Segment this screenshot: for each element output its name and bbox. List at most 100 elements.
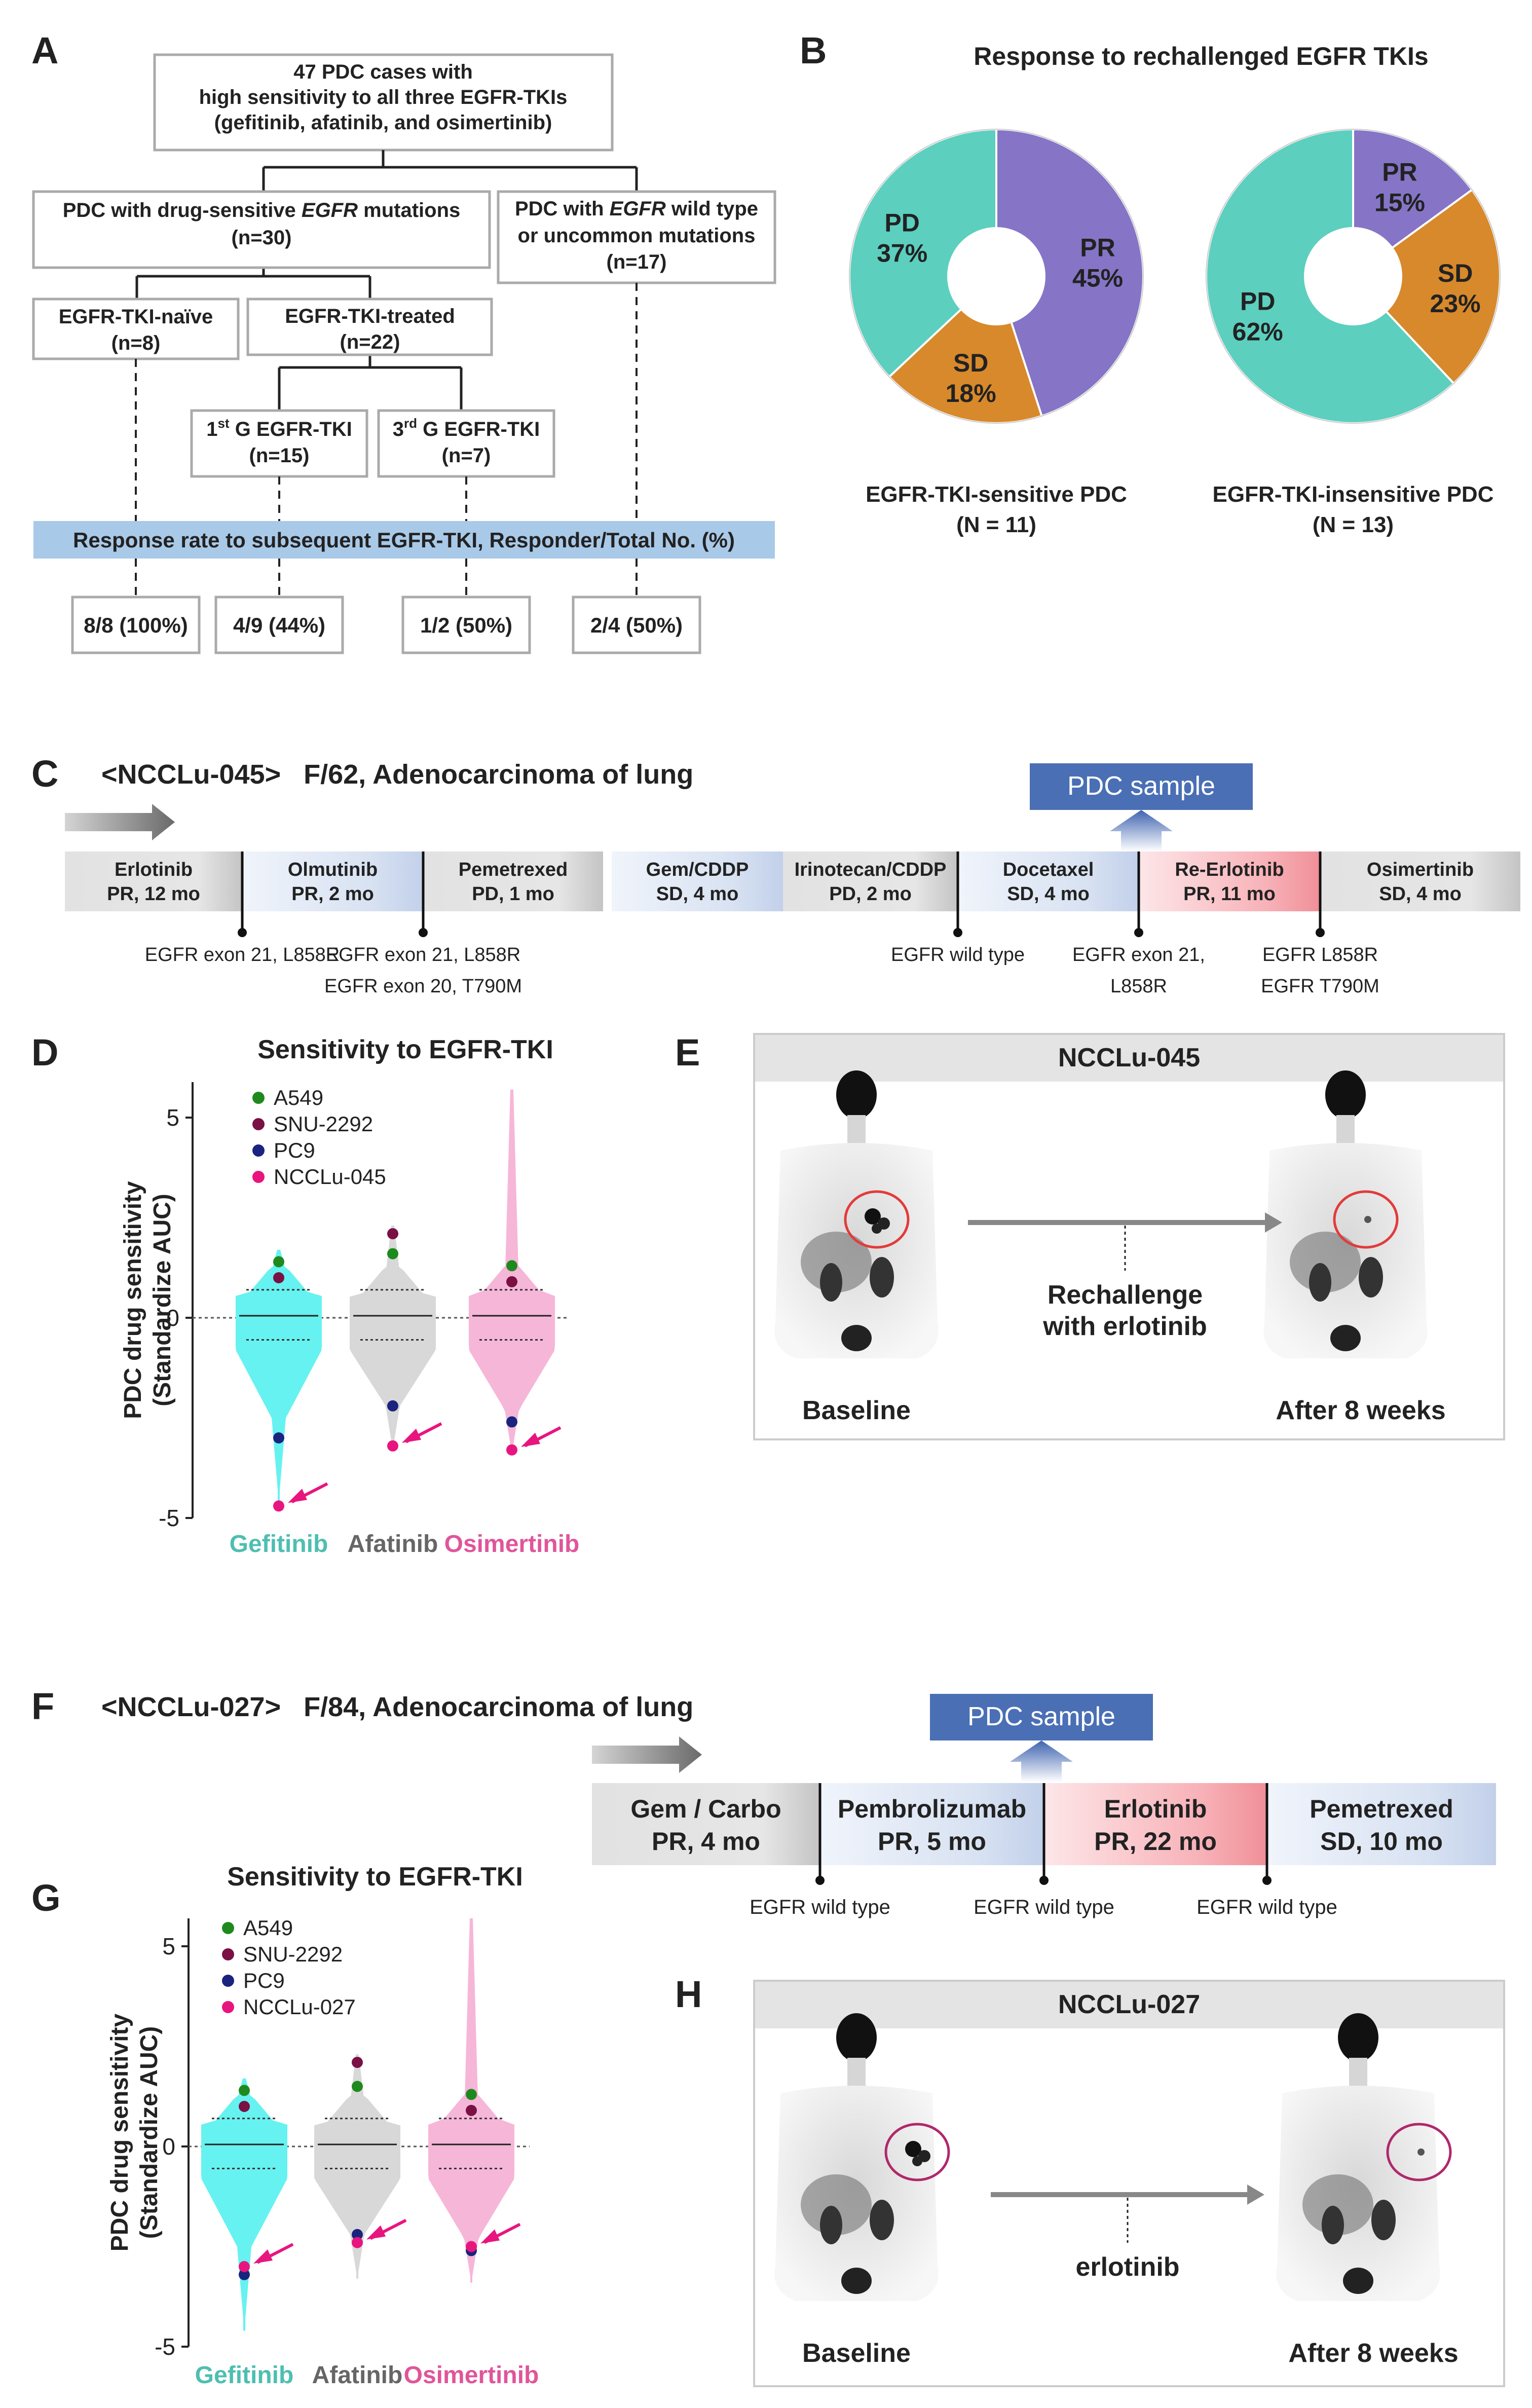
- panel-label-a: A: [31, 29, 58, 71]
- violin-osimertinib: [469, 1089, 555, 1454]
- highlight-arrowhead: [366, 2225, 386, 2240]
- donut-n-2: (N = 13): [1313, 512, 1394, 537]
- flow-result-2: 4/9 (44%): [233, 613, 325, 637]
- pet-brain-uptake: [836, 2013, 877, 2062]
- mutation-label: EGFR wild type: [974, 1896, 1114, 1918]
- violin-gefitinib: [201, 2078, 287, 2331]
- legend-label: NCCLu-045: [274, 1165, 386, 1189]
- y-axis-label-line: (Standardize AUC): [149, 1194, 176, 1406]
- panel-label-e: E: [675, 1031, 700, 1073]
- marker-dot: [953, 928, 962, 937]
- treatment-name: Gem / Carbo: [630, 1795, 781, 1823]
- treatment-segment: [592, 1783, 820, 1865]
- treatment-name: Erlotinib: [115, 859, 193, 880]
- legend-marker: [222, 2001, 234, 2013]
- mutation-label: EGFR T790M: [1261, 976, 1379, 997]
- cell-line-point: [239, 2085, 250, 2096]
- mutation-label: EGFR wild type: [1197, 1896, 1337, 1918]
- cell-line-point: [466, 2241, 477, 2252]
- y-axis-label-line: PDC drug sensitivity: [120, 1181, 146, 1419]
- panel-label-b: B: [800, 29, 827, 71]
- violin-afatinib: [350, 1226, 436, 1450]
- mutation-label: EGFR exon 20, T790M: [324, 976, 522, 997]
- treatment-name: Docetaxel: [1003, 859, 1094, 880]
- treatment-segment: [423, 851, 603, 911]
- y-tick-label: 5: [166, 1104, 179, 1131]
- treatment-name: Pembrolizumab: [838, 1795, 1026, 1823]
- donut-slice-label: PR: [1382, 158, 1417, 187]
- pet-kidney: [1309, 1263, 1331, 1302]
- donut-slice-label: PR: [1080, 233, 1115, 262]
- flow-treated-n: (n=22): [340, 331, 400, 353]
- panel-label-c: C: [31, 753, 58, 795]
- cell-line-point: [273, 1272, 284, 1283]
- marker-dot: [1134, 928, 1143, 937]
- flow-naive-label: EGFR-TKI-naïve: [59, 306, 213, 328]
- pet-neck: [847, 2058, 866, 2088]
- lesion-circle-followup: [1333, 1190, 1399, 1249]
- treatment-name: Olmutinib: [288, 859, 378, 880]
- treatment-arrowhead: [1247, 2184, 1264, 2205]
- flow-sensitive-line1: PDC with drug-sensitive EGFR mutations: [63, 199, 461, 221]
- cell-line-point: [387, 1248, 398, 1259]
- arrow-label: with erlotinib: [1042, 1312, 1207, 1341]
- donut-slice-label: SD: [1438, 259, 1473, 287]
- treatment-response: PD, 1 mo: [472, 883, 554, 905]
- treatment-segment: [612, 851, 783, 911]
- legend-label: A549: [274, 1086, 323, 1109]
- pet-lesion: [865, 1208, 881, 1225]
- marker-dot: [419, 928, 428, 937]
- category-label: Gefitinib: [195, 2362, 294, 2389]
- treatment-segment: [1139, 851, 1320, 911]
- mutation-label: L858R: [1110, 976, 1167, 997]
- flow-dashed-lines: [135, 283, 638, 597]
- flow-response-banner: [33, 521, 775, 559]
- pet-neck: [847, 1115, 866, 1145]
- treatment-response: PR, 4 mo: [652, 1827, 760, 1856]
- lesion-circle-baseline: [844, 1190, 910, 1249]
- highlight-arrowhead: [288, 1489, 307, 1503]
- pet-brain-uptake: [1325, 1070, 1366, 1119]
- pet-lesion: [872, 1224, 882, 1234]
- pet-bladder: [841, 1325, 872, 1351]
- donut-n-1: (N = 11): [956, 512, 1036, 537]
- pet-bladder: [1330, 1325, 1361, 1351]
- flow-total-line1: 47 PDC cases with: [293, 61, 473, 83]
- pet-kidney: [1359, 1257, 1383, 1298]
- donut-slice-value: 45%: [1072, 264, 1123, 292]
- pet-kidney: [1371, 2200, 1396, 2240]
- pet-caption-baseline: Baseline: [802, 1396, 911, 1425]
- flow-naive-n: (n=8): [111, 332, 161, 354]
- legend-marker: [252, 1171, 265, 1183]
- case-f-title: <NCCLu-027> F/84, Adenocarcinoma of lung: [101, 1692, 693, 1722]
- mutation-label: EGFR exon 21, L858R: [326, 944, 520, 966]
- legend-marker: [252, 1092, 265, 1104]
- marker-dot: [1262, 1876, 1272, 1885]
- pet-liver: [801, 1232, 872, 1292]
- pet-neck: [1336, 1115, 1355, 1145]
- legend-label: SNU-2292: [274, 1112, 373, 1136]
- mutation-label: EGFR exon 21, L858R: [145, 944, 340, 966]
- cell-line-point: [239, 2261, 250, 2272]
- treatment-name: Irinotecan/CDDP: [795, 859, 947, 880]
- highlight-arrowhead: [480, 2229, 500, 2244]
- flow-result-4: 2/4 (50%): [590, 613, 683, 637]
- pet-kidney: [870, 1257, 894, 1298]
- flow-box-first-gen: [190, 409, 368, 478]
- treatment-segment: [1320, 851, 1520, 911]
- pet-panel-title: NCCLu-045: [1058, 1043, 1200, 1072]
- cell-line-point: [506, 1276, 517, 1287]
- treatment-segment: [783, 851, 958, 911]
- treatment-response: PR, 22 mo: [1094, 1827, 1217, 1856]
- highlight-arrowhead: [253, 2249, 273, 2264]
- pdc-sample-arrow-f: [1010, 1740, 1073, 1782]
- marker-dot: [238, 928, 247, 937]
- cell-line-point: [387, 1228, 398, 1240]
